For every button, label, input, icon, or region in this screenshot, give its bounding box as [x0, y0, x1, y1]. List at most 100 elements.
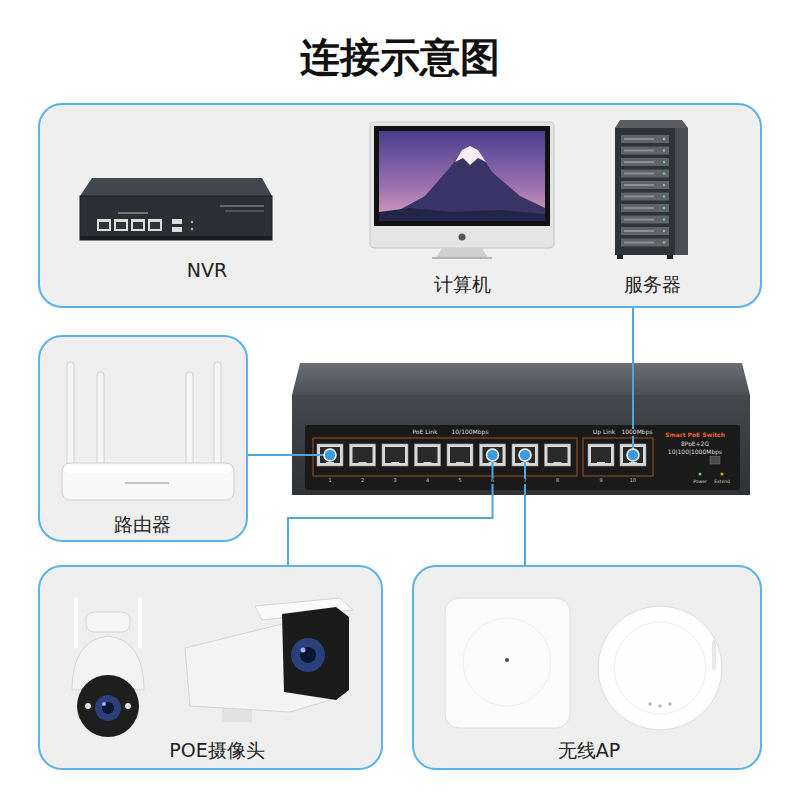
rj45-port	[359, 462, 367, 465]
server-slot	[621, 181, 669, 189]
server-slot	[624, 150, 654, 152]
poe-switch	[699, 473, 702, 476]
nvr-device	[80, 196, 272, 240]
ptz-camera	[74, 598, 78, 648]
ptz-camera	[72, 598, 144, 737]
rj45-port	[447, 444, 473, 466]
port-number: 6	[490, 478, 495, 484]
rj45-port	[418, 447, 438, 463]
bullet-camera	[282, 607, 349, 700]
server-slot	[663, 230, 665, 232]
ptz-camera	[102, 702, 114, 714]
server-slot	[621, 204, 669, 212]
computer-monitor	[370, 122, 554, 259]
bullet-camera	[185, 598, 353, 722]
rj45-port	[385, 447, 405, 463]
ptz-camera	[125, 703, 131, 709]
server-slot	[624, 138, 654, 140]
nvr-device	[80, 178, 272, 240]
port-dots	[324, 449, 639, 461]
server-slot	[621, 158, 669, 166]
panel-fills	[412, 565, 762, 770]
panel-fills	[38, 103, 762, 770]
nvr-device	[172, 227, 182, 232]
nvr-device	[97, 219, 111, 231]
server-slot	[621, 216, 669, 224]
port-dots	[487, 449, 499, 461]
port-number: 2	[360, 478, 365, 484]
router-device	[66, 465, 230, 473]
panel-print: Smart PoE Switch	[664, 432, 726, 439]
rj45-port	[450, 447, 470, 463]
port-number: 4	[425, 478, 430, 484]
server-slot	[624, 207, 654, 209]
server-rack	[667, 255, 673, 259]
server-slot	[624, 242, 654, 244]
server-rack	[615, 128, 675, 255]
rj45-port	[591, 447, 611, 463]
network-cable	[288, 495, 493, 565]
nvr-device	[99, 222, 160, 229]
poe-switch	[313, 438, 577, 476]
server-slot	[663, 184, 665, 186]
computer-monitor	[374, 126, 550, 226]
camera-panel: POE摄像头	[38, 565, 383, 770]
nvr-device	[97, 219, 182, 232]
poe-switch	[721, 473, 724, 476]
device-label: 路由器	[114, 514, 171, 536]
router-device	[186, 372, 193, 470]
rj45-port	[447, 444, 473, 466]
server-slot	[621, 193, 669, 201]
indicator-label: Extend	[713, 480, 731, 485]
nvr-device	[150, 222, 160, 229]
server-rack	[621, 135, 669, 247]
port-wires	[632, 363, 634, 455]
rj45-port	[545, 444, 571, 466]
server-slot	[621, 193, 669, 201]
panel-fills	[38, 335, 248, 540]
device-label: 计算机	[434, 274, 491, 296]
server-rack	[615, 120, 688, 259]
rj45-port	[623, 447, 643, 463]
ceiling-ap	[445, 598, 570, 728]
rj45-port	[350, 444, 376, 466]
server-slot	[621, 158, 669, 166]
poe-switch	[292, 363, 750, 395]
server-slot	[621, 216, 669, 224]
computer-monitor	[459, 234, 466, 241]
computer-monitor	[455, 146, 486, 165]
server-slot	[621, 135, 669, 143]
poe-switch	[305, 425, 740, 490]
server-slot	[624, 196, 654, 198]
computer-monitor	[379, 131, 545, 221]
rj45-port	[382, 444, 408, 466]
server-slot	[663, 172, 665, 174]
rj45-port	[548, 447, 568, 463]
server-slot	[621, 181, 669, 189]
server-slot	[624, 161, 654, 163]
rj45-port	[415, 444, 441, 466]
server-slot	[621, 135, 669, 143]
router-device	[67, 362, 74, 470]
panel-fills	[38, 103, 762, 308]
server-slot	[663, 207, 665, 209]
nvr-device	[118, 212, 148, 214]
device-label: 服务器	[624, 274, 681, 296]
panel-print: 10|100|1000Mbps	[667, 449, 723, 456]
network-cable	[524, 495, 526, 565]
server-slot	[663, 161, 665, 163]
indicator-label: Power	[692, 480, 708, 485]
round-ap	[614, 622, 706, 714]
rj45-port	[597, 462, 605, 465]
server-slot	[624, 184, 654, 186]
server-slot	[621, 147, 669, 155]
device-label: 无线AP	[558, 740, 620, 762]
computer-monitor	[379, 208, 545, 221]
round-ap	[668, 702, 672, 706]
server-slot	[663, 149, 665, 151]
server-slot	[624, 219, 654, 221]
nvr-device	[191, 228, 194, 231]
